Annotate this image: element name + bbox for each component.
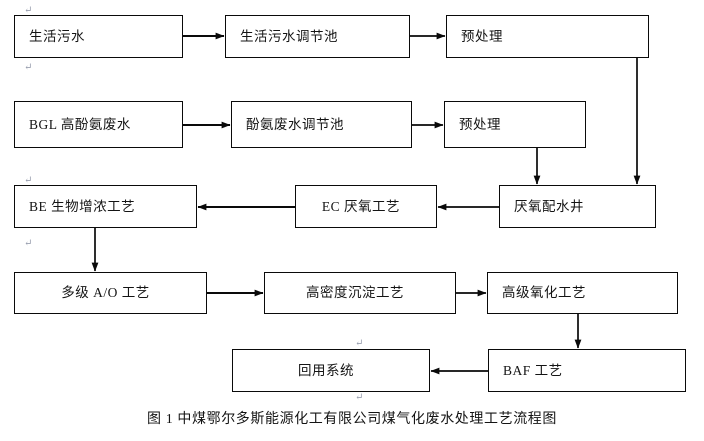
node-label: 预处理 [461,28,503,44]
node-label: EC 厌氧工艺 [321,198,401,214]
node-anaerobic-water-well[interactable]: 厌氧配水井 [499,185,656,228]
node-domestic-sewage[interactable]: 生活污水 [14,15,183,58]
node-label: 厌氧配水井 [514,198,584,214]
node-pretreatment-2[interactable]: 预处理 [444,101,586,148]
node-high-density-sediment[interactable]: 高密度沉淀工艺 [264,272,456,314]
node-label: 多级 A/O 工艺 [61,285,150,301]
node-pretreatment-1[interactable]: 预处理 [446,15,649,58]
node-label: 回用系统 [298,362,354,378]
node-phenol-equal-tank[interactable]: 酚氨废水调节池 [231,101,412,148]
node-domestic-equal-tank[interactable]: 生活污水调节池 [225,15,410,58]
node-label: 酚氨废水调节池 [246,116,344,132]
paragraph-mark-icon: ↵ [24,238,33,249]
node-be-bio-thickening[interactable]: BE 生物增浓工艺 [14,185,197,228]
node-label: BGL 高酚氨废水 [29,116,131,132]
node-bgl-phenol-ammonia[interactable]: BGL 高酚氨废水 [14,101,183,148]
paragraph-mark-icon: ↵ [24,5,33,16]
node-label: 生活污水 [29,28,85,44]
node-label: 高密度沉淀工艺 [306,285,404,301]
node-label: BE 生物增浓工艺 [29,198,136,214]
node-label: 预处理 [459,116,501,132]
paragraph-mark-icon: ↵ [24,62,33,73]
node-reuse-system[interactable]: 回用系统 [232,349,430,392]
node-baf-process[interactable]: BAF 工艺 [488,349,686,392]
node-label: BAF 工艺 [503,362,563,378]
figure-caption: 图 1 中煤鄂尔多斯能源化工有限公司煤气化废水处理工艺流程图 [147,412,557,427]
node-ec-anaerobic[interactable]: EC 厌氧工艺 [295,185,437,228]
paragraph-mark-icon: ↵ [355,392,364,403]
paragraph-mark-icon: ↵ [355,338,364,349]
node-advanced-oxidation[interactable]: 高级氧化工艺 [487,272,678,314]
node-label: 高级氧化工艺 [502,285,586,301]
paragraph-mark-icon: ↵ [24,175,33,186]
node-label: 生活污水调节池 [240,28,338,44]
node-multistage-ao[interactable]: 多级 A/O 工艺 [14,272,207,314]
